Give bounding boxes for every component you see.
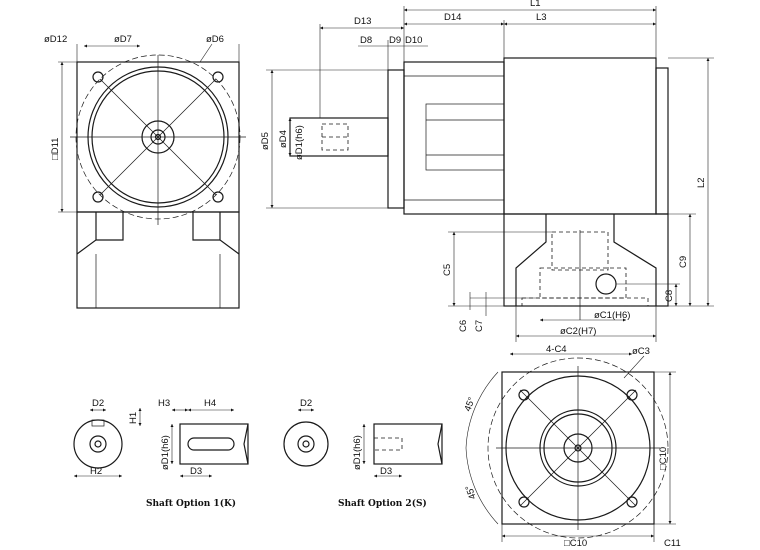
bottom-flange-view (465, 352, 676, 542)
side-flange-plate (387, 69, 405, 209)
k-shaft-end-mid (89, 435, 107, 453)
label-l1: L1 (530, 0, 541, 9)
bottom-bolt-hole-tr (626, 389, 638, 401)
dim-45a-arc (465, 371, 499, 449)
side-adapter-body (403, 61, 505, 215)
label-45-top: 45° (462, 396, 477, 413)
side-motor-body (503, 57, 657, 215)
front-view (58, 43, 246, 309)
label-c5: C5 (442, 264, 453, 276)
label-k-h4: H4 (204, 398, 216, 409)
side-lower-port (595, 273, 617, 295)
label-c9: C9 (678, 256, 689, 268)
front-lower-left-step (96, 212, 124, 241)
shaft-option-s (283, 408, 443, 478)
label-d7: øD7 (114, 34, 132, 45)
label-d9: D9 (389, 35, 401, 46)
k-key-slot (91, 419, 105, 427)
bottom-bolt-hole-bl (518, 496, 530, 508)
label-d10: D10 (405, 35, 422, 46)
label-d14: D14 (444, 12, 461, 23)
s-shaft-end-mid (297, 435, 315, 453)
label-l3: L3 (536, 12, 547, 23)
label-c10-vertical: □C10 (658, 447, 669, 470)
bottom-bolt-hole-tl (518, 389, 530, 401)
k-shaft-end-center (94, 440, 102, 448)
side-lower-bearing (539, 267, 627, 299)
front-bolt-hole-br (212, 191, 224, 203)
caption-shaft-option-s: Shaft Option 2(S) (338, 498, 427, 509)
dimension-labels: øD12 øD7 øD6 □D11 D13 D14 L1 L3 D8 D9 D1… (44, 0, 707, 549)
label-k-d2: D2 (92, 398, 104, 409)
label-c1: øC1(H6) (594, 310, 630, 321)
k-keyway (187, 437, 235, 451)
label-c8: C8 (664, 290, 675, 302)
side-lower-right-web (613, 214, 657, 306)
dim-c3-leader (623, 355, 645, 379)
s-shaft-break (437, 423, 443, 465)
front-bolt-hole-bl (92, 191, 104, 203)
bottom-bolt-circle (487, 357, 669, 539)
label-d13: D13 (354, 16, 371, 27)
label-d5: øD5 (260, 132, 271, 150)
side-adapter-recess (425, 103, 505, 171)
label-c7: C7 (474, 320, 485, 332)
dim-d6-leader (199, 43, 213, 63)
s-shaft-end-outer (283, 421, 329, 467)
label-45-bottom: 45° (464, 483, 479, 500)
caption-shaft-option-k: Shaft Option 1(K) (146, 498, 236, 509)
label-c6: C6 (458, 320, 469, 332)
side-view (266, 6, 714, 342)
dim-45b-arc (465, 447, 499, 525)
s-shaft-thread (373, 437, 403, 451)
k-shaft-side (179, 423, 249, 465)
label-c11: C11 (664, 538, 681, 549)
label-k-d1: øD1(h6) (160, 435, 171, 470)
bottom-bolt-hole-br (626, 496, 638, 508)
label-c10-horizontal: □C10 (564, 538, 587, 549)
label-s-d2: D2 (300, 398, 312, 409)
label-c4: 4-C4 (546, 344, 567, 355)
shaft-option-k (73, 408, 249, 478)
front-lower-housing (76, 211, 240, 309)
front-bolt-hole-tl (92, 71, 104, 83)
side-lower-left-web (515, 214, 547, 306)
label-s-d3: D3 (380, 466, 392, 477)
label-k-d3: D3 (190, 466, 202, 477)
label-d6: øD6 (206, 34, 224, 45)
front-lower-right-step (192, 212, 220, 241)
label-k-h1: H1 (128, 412, 139, 424)
label-d8: D8 (360, 35, 372, 46)
s-shaft-end-center (302, 440, 310, 448)
label-d11: □D11 (50, 138, 61, 160)
front-bolt-hole-tr (212, 71, 224, 83)
k-shaft-break (243, 423, 249, 465)
label-s-d1: øD1(h6) (352, 435, 363, 470)
front-lower-right-chamfer (219, 212, 240, 255)
label-d1h6: øD1(h6) (294, 125, 305, 160)
label-k-h3: H3 (158, 398, 170, 409)
label-k-h2: H2 (90, 466, 102, 477)
s-shaft-side (373, 423, 443, 465)
label-l2: L2 (696, 177, 707, 188)
side-motor-endcap (655, 67, 669, 215)
label-c2: øC2(H7) (560, 326, 596, 337)
label-c3: øC3 (632, 346, 650, 357)
front-lower-left-chamfer (76, 212, 97, 255)
side-lower-pilot (521, 297, 649, 307)
label-d12: øD12 (44, 34, 67, 45)
k-shaft-end-outer (73, 419, 123, 469)
label-d4: øD4 (278, 130, 289, 148)
